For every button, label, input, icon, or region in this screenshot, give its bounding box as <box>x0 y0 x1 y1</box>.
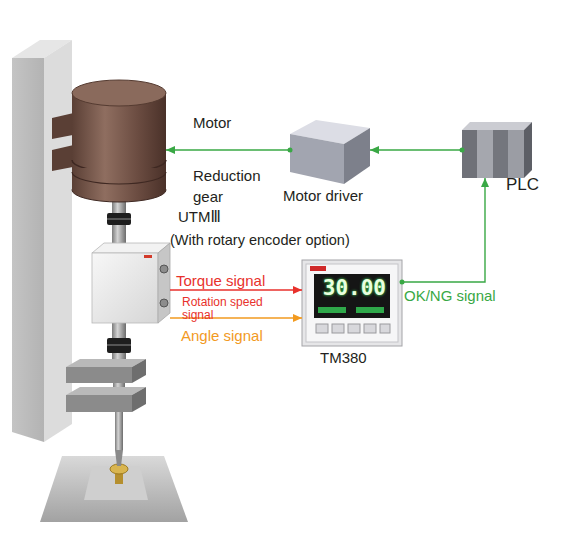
connector-line <box>166 149 290 150</box>
node-label: TM380 <box>320 349 400 367</box>
signal-label: OK/NG signal <box>404 287 524 305</box>
base-plate <box>40 456 188 522</box>
bit-tip <box>115 450 123 466</box>
node-label: Motor <box>193 114 273 132</box>
arrow-head <box>166 146 175 154</box>
arrow-head <box>293 314 302 322</box>
signal-connector <box>166 146 293 154</box>
torque-sensor: UTMⅢ(With rotary encoder option) <box>92 243 170 323</box>
plc-part <box>493 130 508 178</box>
signal-connector <box>370 146 465 154</box>
signal-label: Angle signal <box>181 327 301 345</box>
coupling <box>107 213 131 225</box>
connector-dot <box>460 148 465 153</box>
plc-part <box>524 122 532 178</box>
tm380-indicator-part <box>314 274 390 318</box>
connector-dot <box>400 280 405 285</box>
connector-line <box>170 289 302 290</box>
signal-connector <box>400 178 490 285</box>
plc-part <box>477 130 493 178</box>
torque-sensor-part <box>160 299 168 307</box>
connector-dot <box>288 148 293 153</box>
node-label: Reduction gear <box>193 165 273 207</box>
arrow-head <box>481 178 489 187</box>
plate-side <box>132 359 146 383</box>
tm380-indicator-part <box>332 324 344 333</box>
node-label: Motor driver <box>283 187 383 205</box>
coupling <box>107 338 131 353</box>
node-label: PLC <box>506 175 546 195</box>
plc-shape <box>462 122 532 178</box>
torque-sensor-shape <box>92 243 170 323</box>
torque-sensor-part <box>92 253 158 323</box>
plate-side <box>132 387 146 412</box>
torque-sensor-part <box>92 243 170 253</box>
plc-part <box>462 122 532 130</box>
torque-sensor-part <box>158 243 170 323</box>
tm380-indicator-part <box>380 324 390 333</box>
reduction-gear-shape <box>72 168 166 202</box>
tm380-indicator-shape <box>302 260 402 346</box>
motor-driver-part <box>290 134 344 184</box>
plc: PLC <box>462 122 532 178</box>
tm380-indicator-part <box>302 260 402 346</box>
motor: Motor <box>72 80 166 168</box>
connector-line <box>370 149 462 150</box>
motor-shape <box>72 80 166 168</box>
motor-driver-shape <box>290 120 370 184</box>
tm380-indicator-part <box>318 307 346 313</box>
plate-top <box>66 387 146 395</box>
tm380-indicator-part <box>364 324 376 333</box>
motor-part <box>72 80 166 106</box>
plc-part <box>462 130 477 178</box>
motor-driver: Motor driver <box>290 120 370 184</box>
arrow-head <box>293 286 302 294</box>
tm380-indicator-part <box>306 264 398 342</box>
coupling-ring <box>107 344 131 346</box>
coupling-ring <box>107 218 131 220</box>
node-label: (With rotary encoder option) <box>170 231 380 249</box>
reduction-gear-part <box>72 168 166 190</box>
torque-sensor-part <box>160 265 168 273</box>
reduction-gear-part <box>72 172 166 184</box>
reduction-gear: Reduction gear <box>72 168 166 202</box>
tm380-indicator-part <box>310 266 326 271</box>
plate-front <box>66 395 132 412</box>
signal-label: Torque signal <box>176 272 296 290</box>
display-digits: 30.00 <box>318 276 386 300</box>
tm380-indicator-part <box>316 324 328 333</box>
torque-sensor-part <box>144 255 152 258</box>
bit <box>115 412 123 450</box>
motor-driver-part <box>344 128 370 184</box>
connector-line <box>402 178 485 282</box>
tm380-indicator: TM380 <box>302 260 402 346</box>
plate-top <box>66 359 146 367</box>
node-label: UTMⅢ <box>178 208 258 226</box>
arrow-head <box>370 146 379 154</box>
signal-label: Rotation speed signal <box>182 296 274 322</box>
wall-front <box>12 58 44 442</box>
plate-front <box>66 367 132 383</box>
plc-part <box>508 130 524 178</box>
tm380-indicator-part <box>356 307 384 313</box>
tm380-indicator-part <box>348 324 360 333</box>
